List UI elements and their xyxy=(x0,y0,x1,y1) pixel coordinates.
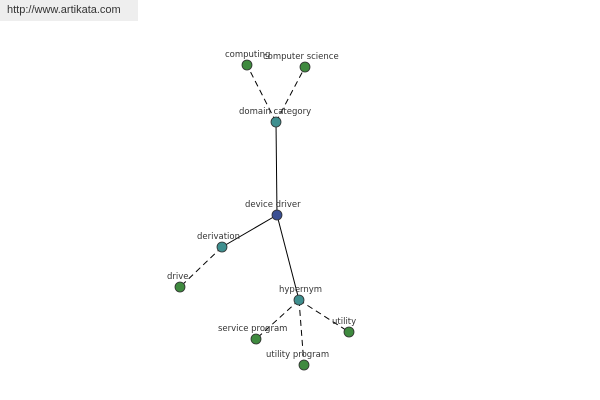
node-device-driver[interactable] xyxy=(271,209,283,221)
graph-labels: device driver domain category derivation hy… xyxy=(167,50,356,360)
node-label-hypernym: hypernym xyxy=(279,285,322,295)
node-utility[interactable] xyxy=(343,326,355,338)
edge-device-driver-to-hypernym xyxy=(276,214,300,301)
edge-hypernym-to-utility-program xyxy=(298,299,305,366)
graph-edges xyxy=(179,64,350,366)
edge-hypernym-to-utility xyxy=(298,299,350,333)
node-hypernym[interactable] xyxy=(293,294,305,306)
node-label-drive: drive xyxy=(167,272,189,282)
node-label-domain-category: domain category xyxy=(239,107,311,117)
node-service-program[interactable] xyxy=(250,333,262,345)
edge-device-driver-to-domain-category xyxy=(275,121,278,216)
node-label-utility-program: utility program xyxy=(266,350,329,360)
edge-domain-category-to-computing xyxy=(246,64,277,123)
watermark-url: http://www.artikata.com xyxy=(0,0,138,21)
node-utility-program[interactable] xyxy=(298,359,310,371)
node-computer-science[interactable] xyxy=(299,61,311,73)
node-label-computing: computing xyxy=(225,50,270,60)
graph-nodes xyxy=(174,59,355,371)
node-label-service-program: service program xyxy=(218,324,287,334)
node-derivation[interactable] xyxy=(216,241,228,253)
edge-device-driver-to-derivation xyxy=(221,214,278,248)
node-label-device-driver: device driver xyxy=(245,200,301,210)
node-label-computer-science: computer science xyxy=(263,52,339,62)
node-drive[interactable] xyxy=(174,281,186,293)
node-label-utility: utility xyxy=(332,317,356,327)
node-label-derivation: derivation xyxy=(197,232,240,242)
node-computing[interactable] xyxy=(241,59,253,71)
edge-domain-category-to-computer-science xyxy=(275,66,306,123)
node-domain-category[interactable] xyxy=(270,116,282,128)
